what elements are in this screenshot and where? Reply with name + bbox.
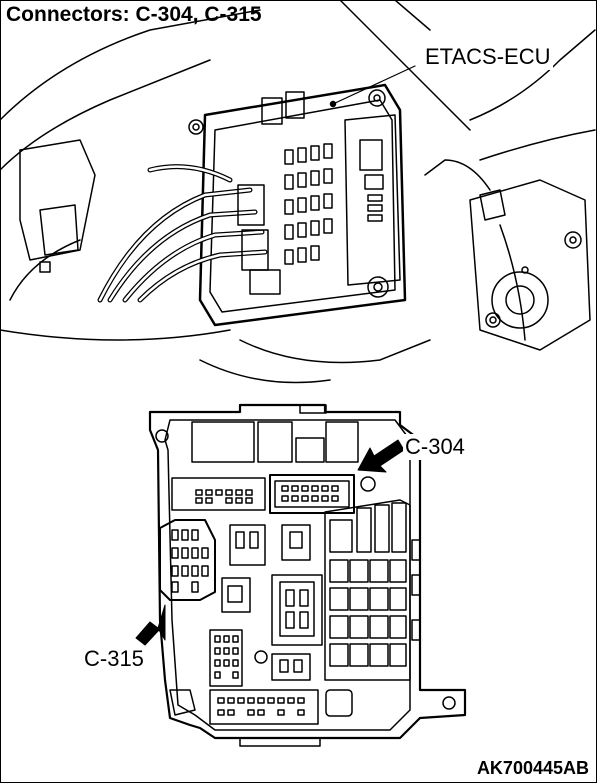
ecu-terminal-grid: [284, 143, 333, 265]
fuse-block: [324, 499, 421, 681]
c-304-label: C-304: [403, 434, 467, 460]
etacs-ecu-label: ETACS-ECU: [423, 44, 553, 70]
figure-code: AK700445AB: [476, 758, 589, 778]
figure-title: Connectors: C-304, C-315: [6, 3, 262, 26]
c-304-arrow: [357, 439, 405, 473]
connector-left-top-pins: [195, 489, 253, 504]
c-315-label: C-315: [82, 646, 146, 672]
connector-c-315: [159, 519, 216, 601]
connector-bottom-left: [209, 629, 243, 687]
c-315-arrow: [135, 604, 166, 646]
connector-c-304: [269, 474, 355, 514]
installation-view: [0, 0, 596, 384]
ecu-face-view: [148, 403, 467, 747]
connector-bottom-wide: [209, 689, 319, 725]
